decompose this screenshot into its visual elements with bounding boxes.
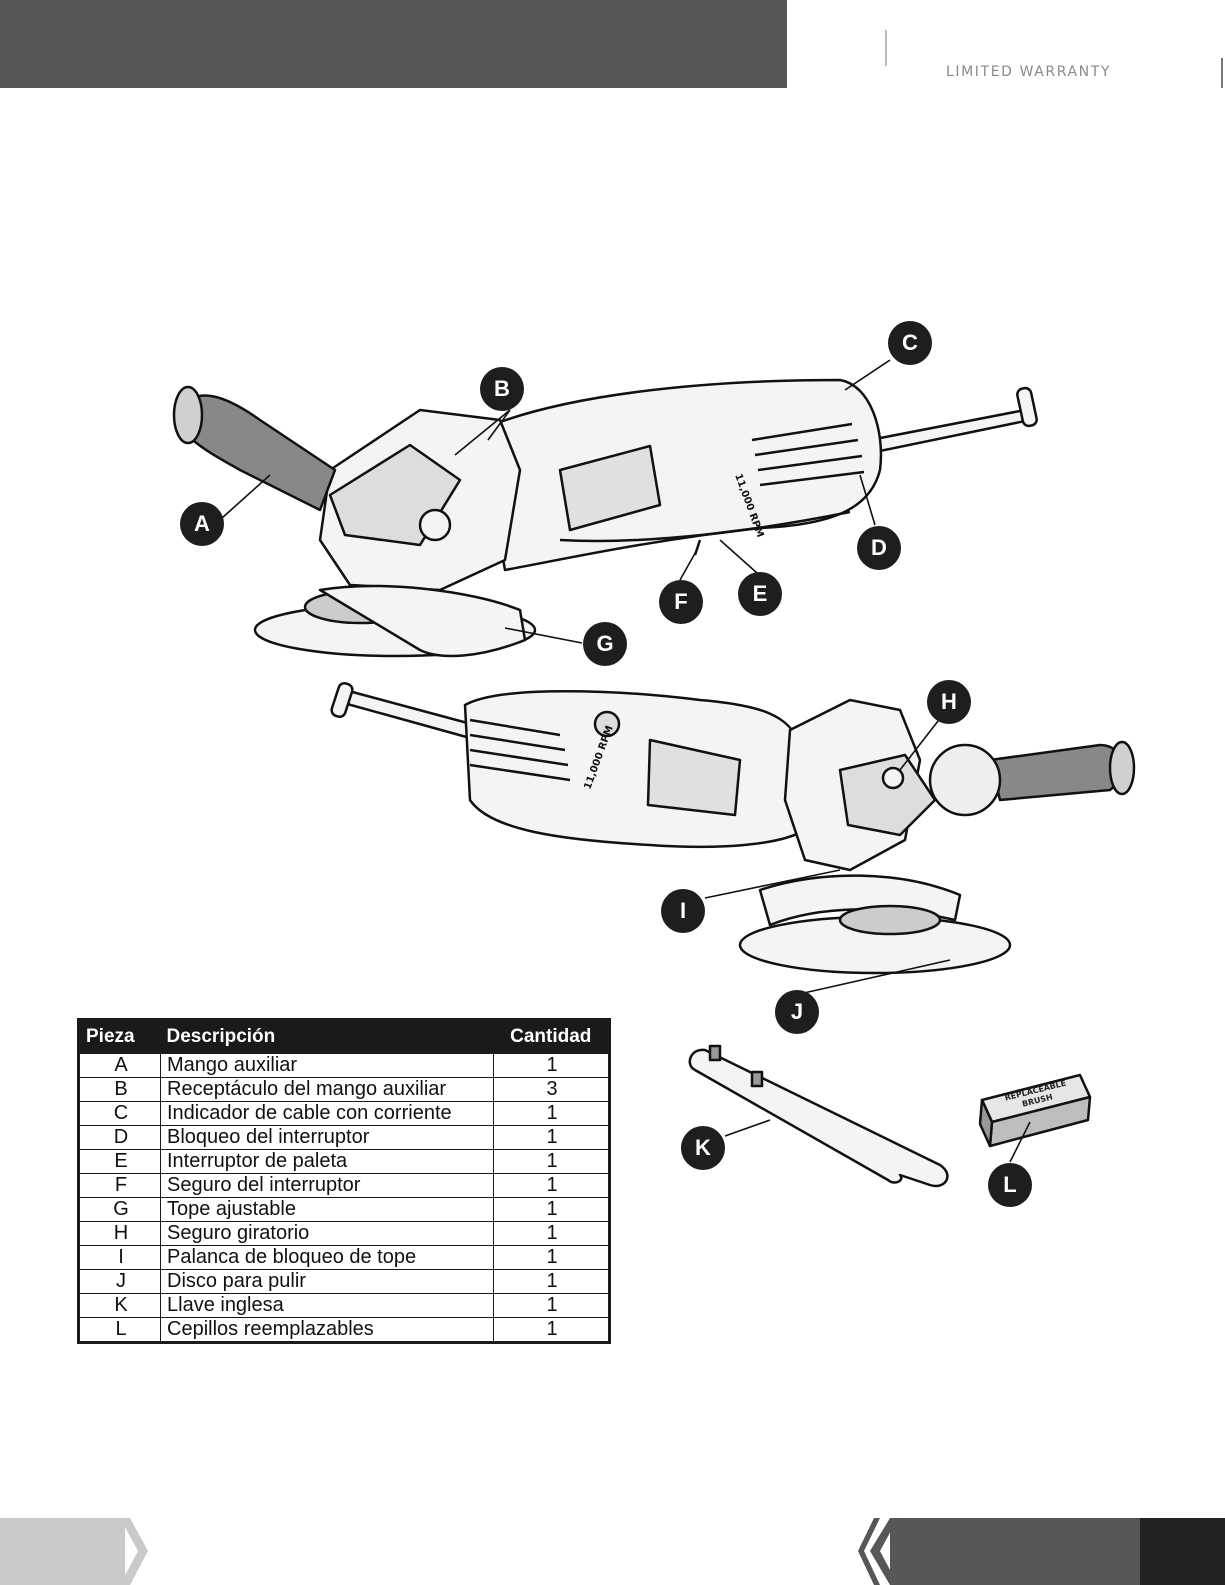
footer-right-band	[890, 1518, 1140, 1585]
callout-g: G	[583, 622, 627, 666]
callout-d: D	[857, 526, 901, 570]
cell-descripcion: Receptáculo del mango auxiliar	[160, 1077, 494, 1102]
footer-left-chevron-icon	[120, 1518, 148, 1585]
cell-pieza: C	[78, 1101, 161, 1126]
callout-k: K	[681, 1126, 725, 1170]
cell-descripcion: Cepillos reemplazables	[160, 1317, 494, 1343]
footer-left-band	[0, 1518, 125, 1585]
lower-aux-handle	[988, 743, 1124, 802]
cell-descripcion: Indicador de cable con corriente	[160, 1101, 494, 1126]
cell-cantidad: 1	[493, 1293, 610, 1318]
upper-grinder-label-panel	[558, 444, 662, 532]
cell-pieza: J	[78, 1269, 161, 1294]
table-header-row: Pieza Descripción Cantidad	[78, 1019, 610, 1054]
header-descripcion: Descripción	[160, 1019, 494, 1054]
cell-cantidad: 1	[493, 1125, 610, 1150]
cell-pieza: L	[78, 1317, 161, 1343]
spanner-wrench	[688, 1048, 949, 1188]
cell-cantidad: 1	[493, 1149, 610, 1174]
cell-cantidad: 1	[493, 1173, 610, 1198]
cell-descripcion: Seguro del interruptor	[160, 1173, 494, 1198]
lower-grinder-cord	[338, 688, 477, 740]
header-divider	[885, 30, 887, 66]
header-bar	[0, 0, 787, 88]
callout-a: A	[180, 502, 224, 546]
callout-b: B	[480, 367, 524, 411]
cell-pieza: B	[78, 1077, 161, 1102]
footer-right-chevron-icon	[858, 1518, 898, 1585]
upper-grinder-body	[478, 378, 883, 572]
cell-cantidad: 1	[493, 1317, 610, 1343]
callout-e: E	[738, 572, 782, 616]
cell-descripcion: Mango auxiliar	[160, 1053, 494, 1078]
header-cantidad: Cantidad	[493, 1019, 610, 1054]
callout-c: C	[888, 321, 932, 365]
header-pieza: Pieza	[78, 1019, 161, 1054]
cell-cantidad: 1	[493, 1197, 610, 1222]
cell-cantidad: 1	[493, 1269, 610, 1294]
cell-descripcion: Bloqueo del interruptor	[160, 1125, 494, 1150]
cell-descripcion: Llave inglesa	[160, 1293, 494, 1318]
cell-pieza: H	[78, 1221, 161, 1246]
upper-grinder-paddle	[559, 510, 851, 543]
cell-descripcion: Seguro giratorio	[160, 1221, 494, 1246]
cell-cantidad: 1	[493, 1221, 610, 1246]
callout-h: H	[927, 680, 971, 724]
cell-pieza: E	[78, 1149, 161, 1174]
cell-pieza: G	[78, 1197, 161, 1222]
cell-pieza: F	[78, 1173, 161, 1198]
lower-grinder-vents	[469, 718, 571, 782]
callout-i: I	[661, 889, 705, 933]
lower-grinder-body	[463, 690, 807, 849]
cell-cantidad: 1	[493, 1053, 610, 1078]
cell-descripcion: Interruptor de paleta	[160, 1149, 494, 1174]
lower-cord-end	[330, 681, 354, 719]
lower-wheel-guard	[758, 874, 962, 927]
cell-pieza: A	[78, 1053, 161, 1078]
upper-grinder-cord	[868, 408, 1032, 454]
cell-descripcion: Palanca de bloqueo de tope	[160, 1245, 494, 1270]
callout-l: L	[988, 1163, 1032, 1207]
page-section-title: LIMITED WARRANTY	[946, 64, 1112, 80]
footer-page-number-box	[1140, 1518, 1225, 1585]
callout-leader-lines	[221, 359, 1031, 1163]
upper-wheel-guard	[318, 584, 527, 658]
callout-f: F	[659, 580, 703, 624]
cell-pieza: I	[78, 1245, 161, 1270]
cell-cantidad: 1	[493, 1101, 610, 1126]
cell-descripcion: Disco para pulir	[160, 1269, 494, 1294]
upper-cord-end	[1016, 386, 1038, 428]
callout-j: J	[775, 990, 819, 1034]
lower-grinder-label-panel	[646, 738, 742, 817]
cell-cantidad: 1	[493, 1245, 610, 1270]
cell-cantidad: 3	[493, 1077, 610, 1102]
upper-grinder-vents	[751, 422, 865, 487]
cell-descripcion: Tope ajustable	[160, 1197, 494, 1222]
right-edge-rule	[1221, 58, 1223, 88]
cell-pieza: D	[78, 1125, 161, 1150]
cell-pieza: K	[78, 1293, 161, 1318]
